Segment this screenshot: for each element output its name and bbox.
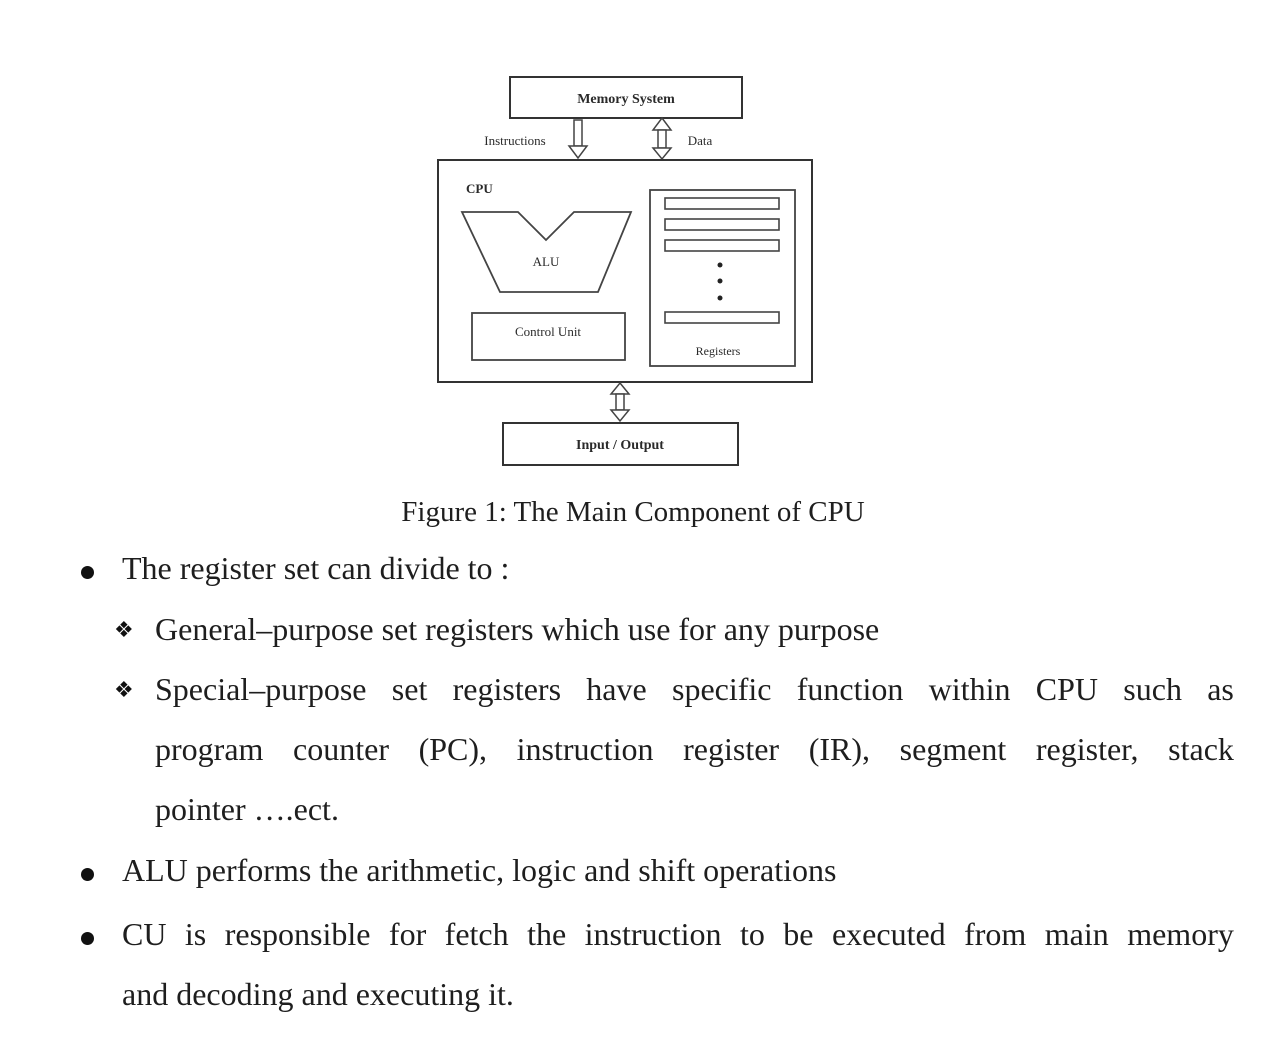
bullet-dot	[81, 932, 94, 945]
alu-text: ALU performs the arithmetic, logic and s…	[122, 852, 837, 888]
word: (PC),	[418, 731, 488, 767]
word: register	[683, 731, 780, 767]
word: CU	[122, 916, 167, 952]
word: function	[796, 671, 904, 707]
figure-caption: Figure 1: The Main Component of CPU	[401, 496, 865, 528]
instructions-arrow	[567, 119, 589, 160]
alu-shape	[460, 211, 633, 293]
word: is	[184, 916, 207, 952]
special-purpose-line-2: program counter (PC), instruction register (I…	[155, 731, 1234, 768]
word: Special–purpose	[155, 671, 367, 707]
word: memory	[1127, 916, 1234, 952]
diamond-bullet-icon: ❖	[114, 677, 134, 702]
cpu-label: CPU	[466, 181, 493, 196]
input-output-label: Input / Output	[576, 438, 664, 453]
memory-system-box	[509, 76, 743, 119]
alu-label: ALU	[533, 254, 560, 269]
register-bars	[664, 197, 780, 324]
cu-line-2: and decoding and executing it.	[122, 976, 514, 1012]
word: instruction	[516, 731, 654, 767]
memory-system-label: Memory System	[577, 92, 675, 107]
special-purpose-line-1: Special–purpose set registers have specific f…	[155, 671, 1234, 708]
word: be	[783, 916, 814, 952]
word: counter	[293, 731, 389, 767]
word: fetch	[444, 916, 509, 952]
bullet-dot	[81, 566, 94, 579]
register-set-text: The register set can divide to :	[122, 550, 510, 586]
special-purpose-line-3: pointer ….ect.	[155, 791, 339, 827]
word: as	[1207, 671, 1234, 707]
word: from	[964, 916, 1027, 952]
word: register,	[1035, 731, 1139, 767]
word: CPU	[1035, 671, 1098, 707]
word: the	[527, 916, 567, 952]
word: have	[586, 671, 647, 707]
general-purpose-text: General–purpose set registers which use …	[155, 611, 880, 647]
word: to	[739, 916, 765, 952]
word: for	[388, 916, 427, 952]
instructions-label: Instructions	[484, 133, 545, 148]
word: segment	[899, 731, 1007, 767]
data-arrow	[651, 116, 673, 161]
diamond-bullet-icon: ❖	[114, 617, 134, 642]
cpu-box	[437, 159, 813, 383]
word: instruction	[584, 916, 722, 952]
word: set	[391, 671, 428, 707]
control-unit-label: Control Unit	[515, 324, 581, 339]
io-arrow	[609, 381, 631, 423]
word: executed	[831, 916, 946, 952]
word: (IR),	[808, 731, 870, 767]
word: within	[928, 671, 1011, 707]
word: main	[1044, 916, 1109, 952]
bullet-dot	[81, 868, 94, 881]
word: such	[1123, 671, 1182, 707]
registers-box	[649, 189, 796, 367]
word: responsible	[224, 916, 371, 952]
control-unit-box	[471, 312, 626, 361]
word: registers	[452, 671, 562, 707]
word: program	[155, 731, 264, 767]
input-output-box	[502, 422, 739, 466]
registers-label: Registers	[696, 344, 741, 358]
data-label: Data	[688, 133, 713, 148]
cpu-diagram: Memory System Instructions Data CPU ALU …	[437, 76, 813, 466]
word: stack	[1168, 731, 1234, 767]
word: specific	[671, 671, 772, 707]
